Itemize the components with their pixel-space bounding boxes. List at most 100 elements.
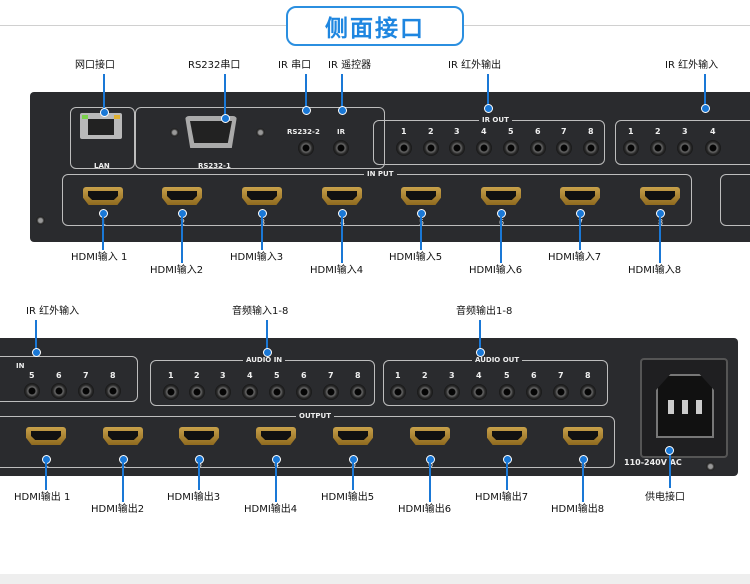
audio-out-jack — [499, 384, 515, 400]
power-socket-icon — [640, 358, 728, 458]
audio-out-title: AUDIO OUT — [472, 356, 523, 364]
top-device-panel: LAN RS232-1 RS232-2 IR IR OUT IN PUT — [30, 92, 750, 242]
hdmi-input-port — [640, 187, 680, 205]
audio-in-jack — [269, 384, 285, 400]
hdmi-output-leader — [198, 460, 200, 490]
label-ir-in-bottom: IR 红外输入 — [26, 306, 80, 317]
hdmi-input-leader — [579, 214, 581, 250]
audio-in-jack — [189, 384, 205, 400]
audio-out-number: 2 — [422, 371, 428, 380]
ir-in-top-jack — [650, 140, 666, 156]
hdmi-output-leader — [429, 460, 431, 502]
hdmi-output-port — [487, 427, 527, 445]
db9-screw-right — [256, 128, 265, 137]
hdmi-input-leader — [261, 214, 263, 250]
audio-out-jack — [553, 384, 569, 400]
audio-out-jack — [580, 384, 596, 400]
ir-out-number: 3 — [454, 127, 460, 136]
ir-in-bottom-number: 7 — [83, 371, 89, 380]
top-label-leader — [224, 74, 226, 118]
hdmi-output-label: HDMI输出3 — [167, 492, 221, 503]
hdmi-output-label: HDMI输出6 — [398, 504, 452, 515]
rs232-2-label: RS232-2 — [287, 128, 320, 136]
ir-in-bottom-jack — [51, 383, 67, 399]
ir-in-bottom-jack — [24, 383, 40, 399]
hdmi-input-port — [162, 187, 202, 205]
rs232-2-jack — [298, 140, 314, 156]
ir-in-top-number: 2 — [655, 127, 661, 136]
hdmi-output-leader — [352, 460, 354, 490]
page-title: 侧面接口 — [325, 16, 425, 42]
ir-in-bottom-number: 5 — [29, 371, 35, 380]
audio-out-number: 8 — [585, 371, 591, 380]
hdmi-output-label: HDMI输出5 — [321, 492, 375, 503]
output-title: OUTPUT — [296, 412, 334, 420]
hdmi-output-leader — [506, 460, 508, 490]
audio-in-number: 3 — [220, 371, 226, 380]
ir-in-top-jack — [705, 140, 721, 156]
hdmi-output-label: HDMI输出8 — [551, 504, 605, 515]
ir-out-title: IR OUT — [479, 116, 512, 124]
hdmi-input-port — [560, 187, 600, 205]
top-label-leader — [341, 74, 343, 110]
voltage-label: 110-240V AC — [624, 458, 682, 467]
label-rs232: RS232串口 — [188, 60, 241, 71]
hdmi-output-label: HDMI输出7 — [475, 492, 529, 503]
hdmi-input-label: HDMI输入3 — [230, 252, 284, 263]
bottom-label-marker — [263, 348, 272, 357]
lan-box — [70, 107, 135, 169]
bottom-label-leader — [35, 320, 37, 352]
audio-in-jack — [323, 384, 339, 400]
audio-in-number: 6 — [301, 371, 307, 380]
ir-in-top-jack — [677, 140, 693, 156]
audio-in-box — [150, 360, 375, 406]
hdmi-input-leader — [659, 214, 661, 263]
hdmi-input-label: HDMI输入5 — [389, 252, 443, 263]
ir-in-label: IN — [16, 362, 25, 370]
audio-out-jack — [444, 384, 460, 400]
ir-out-jack — [396, 140, 412, 156]
ir-out-jack — [556, 140, 572, 156]
ir-in-top-number: 1 — [628, 127, 634, 136]
label-ir-serial: IR 串口 — [278, 60, 312, 71]
label-audio-out: 音频输出1-8 — [456, 306, 513, 317]
footer-strip — [0, 574, 750, 584]
label-ir-out: IR 红外输出 — [448, 60, 502, 71]
ir-out-jack — [530, 140, 546, 156]
db9-port-icon — [185, 116, 237, 148]
screw-icon — [36, 216, 45, 225]
ir-in-top-number: 3 — [682, 127, 688, 136]
ir-out-number: 7 — [561, 127, 567, 136]
power-marker — [665, 446, 674, 455]
top-label-marker — [701, 104, 710, 113]
ir-in-box-bottom — [0, 356, 138, 402]
top-label-leader — [704, 74, 706, 108]
ir-out-jack — [583, 140, 599, 156]
bottom-device-panel: IN AUDIO IN AUDIO OUT OUTPUT 110-240V AC — [0, 338, 738, 476]
hdmi-input-label: HDMI输入4 — [310, 265, 364, 276]
ir-out-number: 1 — [401, 127, 407, 136]
hdmi-output-port — [103, 427, 143, 445]
top-label-leader — [487, 74, 489, 108]
audio-in-jack — [350, 384, 366, 400]
top-label-marker — [221, 114, 230, 123]
audio-out-number: 6 — [531, 371, 537, 380]
ir-in-bottom-number: 6 — [56, 371, 62, 380]
audio-out-number: 3 — [449, 371, 455, 380]
ir-out-number: 8 — [588, 127, 594, 136]
hdmi-output-port — [179, 427, 219, 445]
audio-in-jack — [215, 384, 231, 400]
ir-out-jack — [476, 140, 492, 156]
ir-in-top-jack — [623, 140, 639, 156]
bottom-label-marker — [32, 348, 41, 357]
top-label-marker — [302, 106, 311, 115]
rs232-1-label: RS232-1 — [198, 162, 231, 170]
audio-out-number: 4 — [476, 371, 482, 380]
audio-in-number: 2 — [194, 371, 200, 380]
hdmi-output-port — [256, 427, 296, 445]
power-leader-line — [669, 450, 671, 488]
hdmi-output-label: HDMI输出 1 — [14, 492, 71, 503]
bottom-label-leader — [479, 320, 481, 352]
hdmi-input-label: HDMI输入7 — [548, 252, 602, 263]
hdmi-input-label: HDMI输入8 — [628, 265, 682, 276]
